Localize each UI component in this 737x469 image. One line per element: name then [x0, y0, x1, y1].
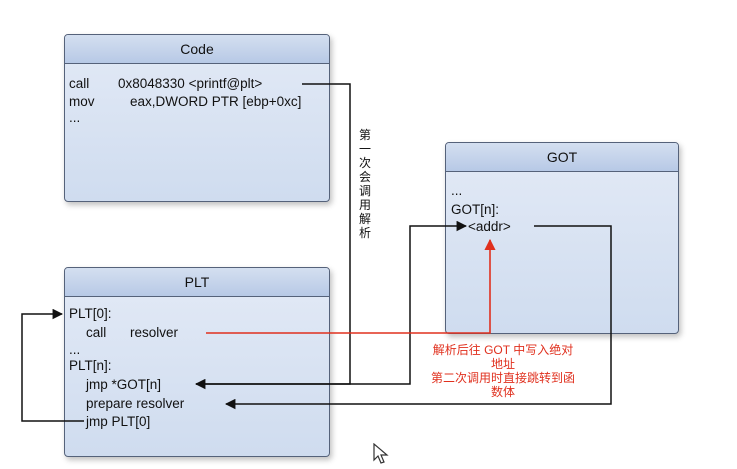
code-line-ellipsis: ... [69, 110, 81, 125]
plt-box-title: PLT [65, 268, 329, 297]
note-char: 用 [358, 198, 371, 212]
arrow-plt-to-got [196, 220, 468, 385]
got-line-gotn: GOT[n]: [451, 202, 500, 217]
note-char: 会 [358, 170, 371, 184]
resolve-write-note: 解析后往 GOT 中写入绝对 地址 第二次调用时直接跳转到函 数体 [418, 343, 588, 399]
plt-line-call-op: call [86, 325, 107, 340]
code-box-title: Code [65, 35, 329, 64]
code-line-mov-op: mov [69, 94, 95, 109]
note-char: 析 [358, 226, 371, 240]
code-line-mov-arg: eax,DWORD PTR [ebp+0xc] [130, 94, 302, 109]
plt-line-pltn: PLT[n]: [69, 358, 112, 373]
plt-line-ellipsis: ... [69, 342, 81, 357]
red-note-line: 数体 [490, 385, 515, 399]
plt-line-jmp-plt0: jmp PLT[0] [86, 414, 151, 429]
arrow-got-to-prepare [224, 225, 612, 410]
code-box: Code [64, 34, 330, 202]
arrow-resolver-writes-got [206, 238, 496, 334]
red-note-line: 地址 [490, 357, 515, 371]
note-char: 解 [358, 212, 371, 226]
code-line-call-arg: 0x8048330 <printf@plt> [118, 76, 263, 91]
arrow-jmp-to-plt0 [21, 308, 84, 422]
got-box: GOT [445, 142, 679, 334]
note-char: 调 [358, 184, 371, 198]
plt-box: PLT [64, 267, 330, 457]
note-char: 一 [358, 142, 371, 156]
got-line-ellipsis: ... [451, 183, 463, 198]
plt-line-plt0: PLT[0]: [69, 306, 112, 321]
first-call-resolve-note: 第 一 次 会 调 用 解 析 [358, 128, 372, 240]
code-line-call-op: call [69, 76, 90, 91]
red-note-line: 第二次调用时直接跳转到函 [430, 371, 575, 385]
red-note-line: 解析后往 GOT 中写入绝对 [432, 343, 574, 357]
plt-line-call-arg: resolver [130, 325, 179, 340]
arrow-call-to-plt [194, 83, 351, 390]
note-char: 第 [358, 128, 371, 142]
got-box-title: GOT [446, 143, 678, 172]
plt-line-jmp-got: jmp *GOT[n] [86, 377, 162, 392]
note-char: 次 [358, 156, 371, 170]
got-line-addr: <addr> [468, 219, 511, 234]
mouse-cursor-icon [373, 443, 389, 464]
plt-line-prepare: prepare resolver [86, 396, 185, 411]
